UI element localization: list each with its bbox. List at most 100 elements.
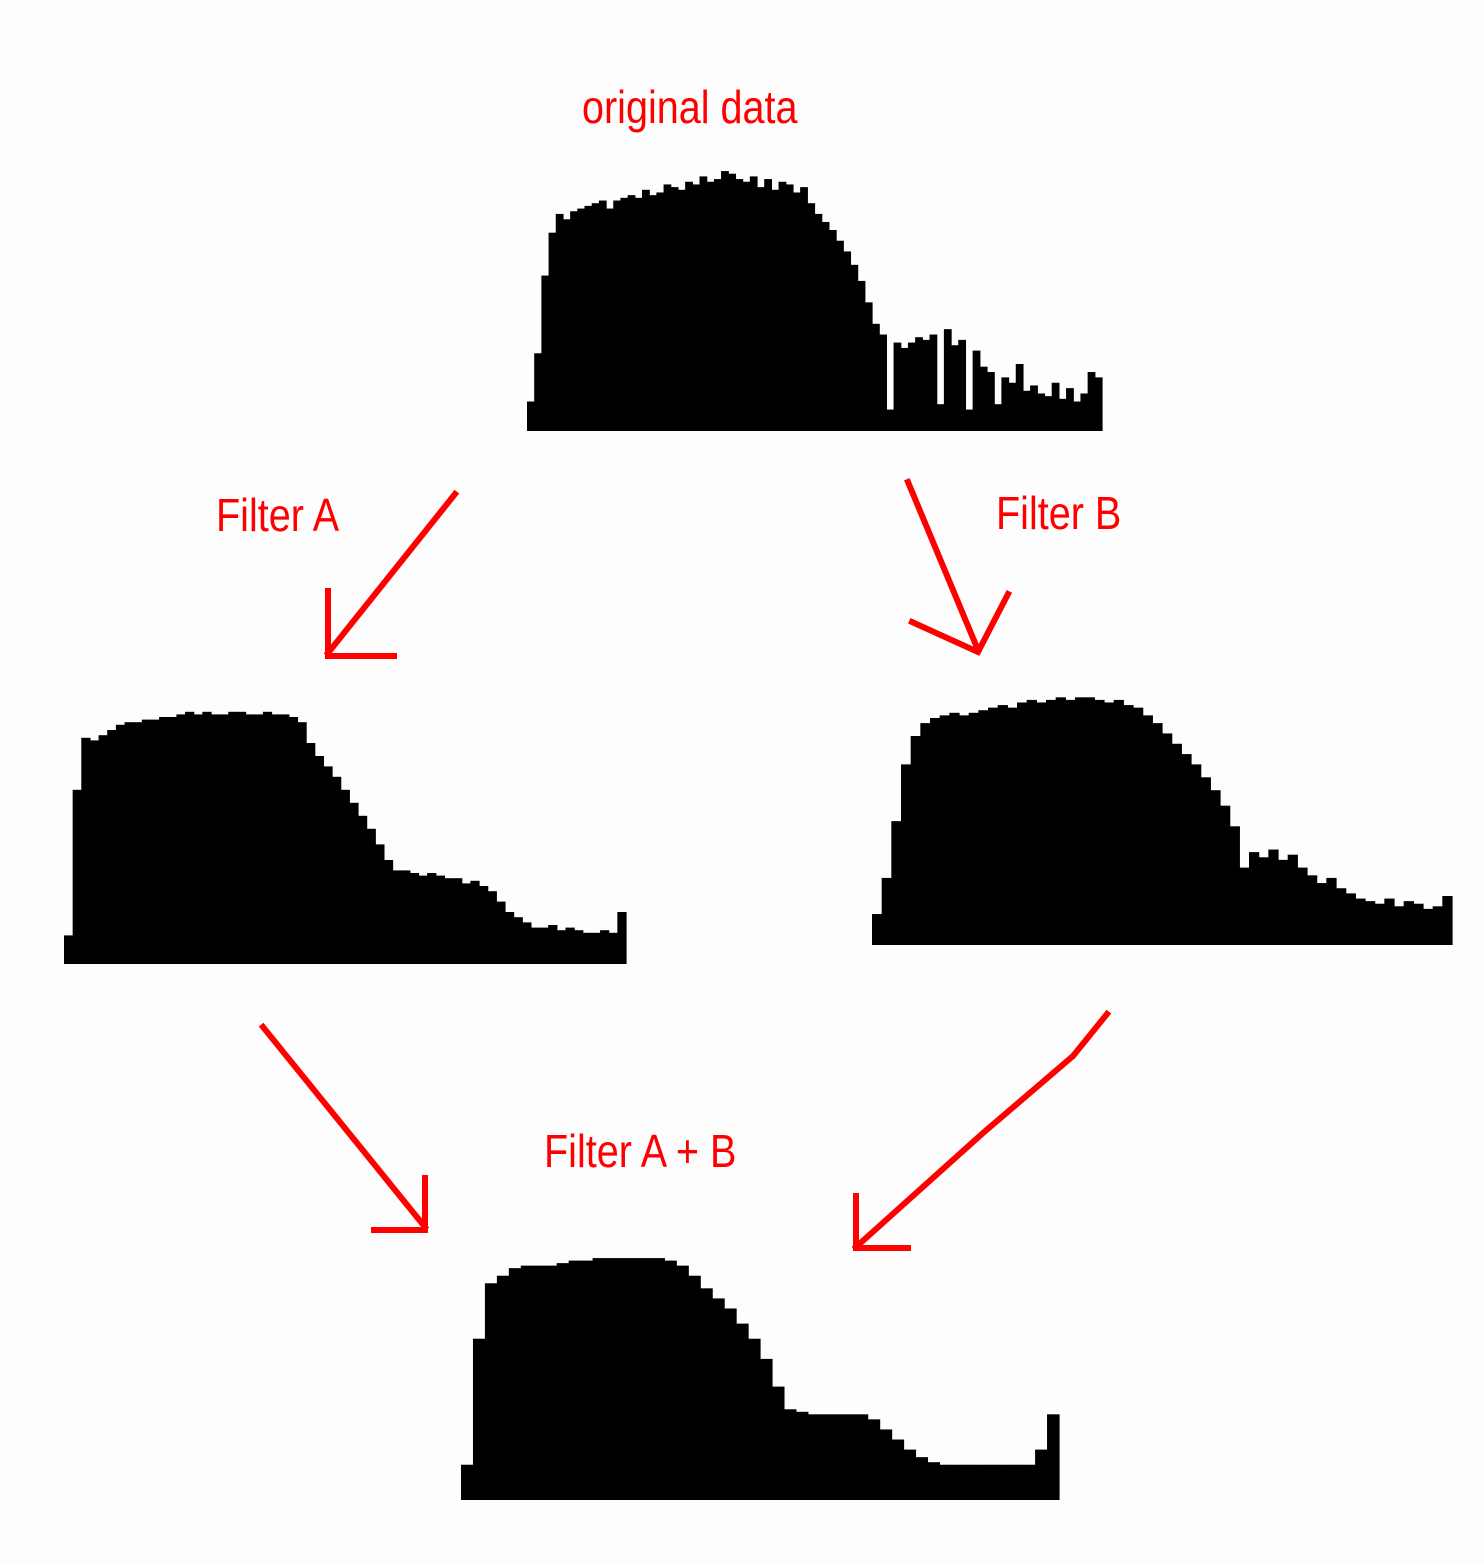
histogram-bar — [539, 927, 549, 964]
histogram-bar — [670, 187, 679, 431]
histogram-bar — [1047, 1414, 1060, 1500]
histogram-bar — [461, 883, 471, 964]
histogram-bar — [979, 366, 988, 431]
histogram-bar — [891, 1439, 905, 1500]
histogram-bar — [951, 345, 959, 431]
histogram-bar — [939, 715, 950, 945]
histogram-bar — [580, 1260, 594, 1500]
histogram-bar — [89, 740, 100, 964]
histogram-bar — [652, 1258, 665, 1500]
histogram-bar — [951, 1464, 964, 1500]
histogram-bar — [1104, 702, 1115, 945]
arrow-a-to-ab — [258, 1022, 430, 1233]
histogram-bar — [1011, 1464, 1024, 1500]
arrow-b-to-ab — [851, 1009, 1112, 1252]
histogram-bar — [582, 932, 593, 964]
histogram-bar — [700, 1288, 713, 1500]
histogram-bar — [150, 719, 160, 964]
histogram-bar — [997, 705, 1008, 945]
histogram-bar — [872, 323, 880, 431]
histogram-bar — [922, 339, 931, 431]
histogram-bar — [640, 1258, 653, 1500]
histogram-bar — [628, 1258, 641, 1500]
histogram-bar — [375, 844, 385, 964]
histogram-bar — [1423, 908, 1434, 945]
histogram-bar — [634, 197, 643, 431]
histogram-bar — [1037, 393, 1046, 431]
histogram-bar — [959, 715, 970, 945]
histogram-bar — [1001, 377, 1010, 431]
histogram-bar — [771, 189, 780, 431]
histogram-bar — [855, 1414, 869, 1500]
histogram-bar — [349, 802, 359, 964]
histogram-bar — [357, 815, 368, 964]
histogram-bar — [864, 302, 873, 431]
histogram-bar — [487, 891, 497, 964]
histogram-bar — [1046, 699, 1057, 945]
histogram-bar — [1239, 867, 1250, 945]
histogram-bar — [98, 735, 108, 964]
histogram-bar — [1278, 859, 1289, 945]
histogram-bar — [185, 711, 195, 964]
histogram-bar — [479, 886, 489, 964]
histogram-bar — [600, 930, 610, 964]
histogram-bar — [297, 722, 307, 964]
histogram-bar — [606, 208, 614, 431]
histogram-bar — [958, 339, 967, 431]
histogram-bar — [392, 870, 402, 964]
histogram-bar — [254, 714, 264, 964]
histogram-bar — [608, 932, 618, 964]
histogram-bar — [1030, 385, 1038, 431]
histogram-bar — [555, 213, 564, 431]
histogram-bar — [978, 710, 989, 945]
histogram-bar — [843, 251, 852, 431]
histogram-bar — [1008, 382, 1017, 431]
histogram-bar — [470, 880, 480, 964]
arrow-to-filter-a — [323, 489, 460, 659]
histogram-bar — [1432, 906, 1443, 945]
histogram-bar — [534, 353, 542, 431]
histogram-original-data — [527, 171, 1103, 432]
histogram-bar — [736, 1323, 749, 1500]
histogram-bar — [262, 711, 273, 964]
histogram-bar — [133, 722, 143, 964]
histogram-bar — [1133, 707, 1144, 945]
histogram-bar — [508, 1268, 522, 1500]
histogram-bar — [124, 722, 134, 964]
histogram-bar — [280, 714, 290, 964]
histogram-bar — [604, 1258, 618, 1500]
histogram-bar — [427, 873, 437, 964]
label-filter-a-plus-b: Filter A + B — [544, 1125, 737, 1177]
label-filter-b: Filter B — [996, 487, 1122, 539]
histogram-bar — [288, 717, 299, 964]
histogram-bar — [1065, 699, 1076, 945]
histogram-filter-b — [872, 697, 1453, 945]
histogram-bar — [453, 878, 463, 964]
histogram-filter-a — [64, 711, 627, 964]
histogram-bar — [159, 717, 169, 964]
histogram-bar — [872, 914, 883, 945]
histogram-bar — [930, 717, 941, 945]
histogram-bar — [963, 1464, 976, 1500]
histogram-bar — [748, 1338, 761, 1500]
histogram-bar — [664, 1260, 677, 1500]
histogram-bar — [903, 1449, 917, 1500]
histogram-bar — [1007, 707, 1018, 945]
histogram-bar — [577, 208, 586, 431]
histogram-bar — [627, 195, 636, 431]
histogram-bar — [193, 714, 203, 964]
histogram-bar — [721, 171, 729, 432]
histogram-bar — [712, 1298, 725, 1500]
histogram-bar — [522, 922, 532, 964]
histogram-bar — [819, 1414, 833, 1500]
arrow-to-filter-b — [904, 478, 1013, 656]
histogram-bar — [742, 181, 751, 431]
histogram-bar — [828, 230, 837, 431]
histogram-bar — [699, 176, 708, 431]
histogram-bar — [202, 711, 212, 964]
histogram-bar — [836, 240, 844, 431]
histogram-bar — [927, 1462, 940, 1500]
histogram-bar — [656, 192, 665, 431]
histogram-bar — [821, 221, 830, 431]
